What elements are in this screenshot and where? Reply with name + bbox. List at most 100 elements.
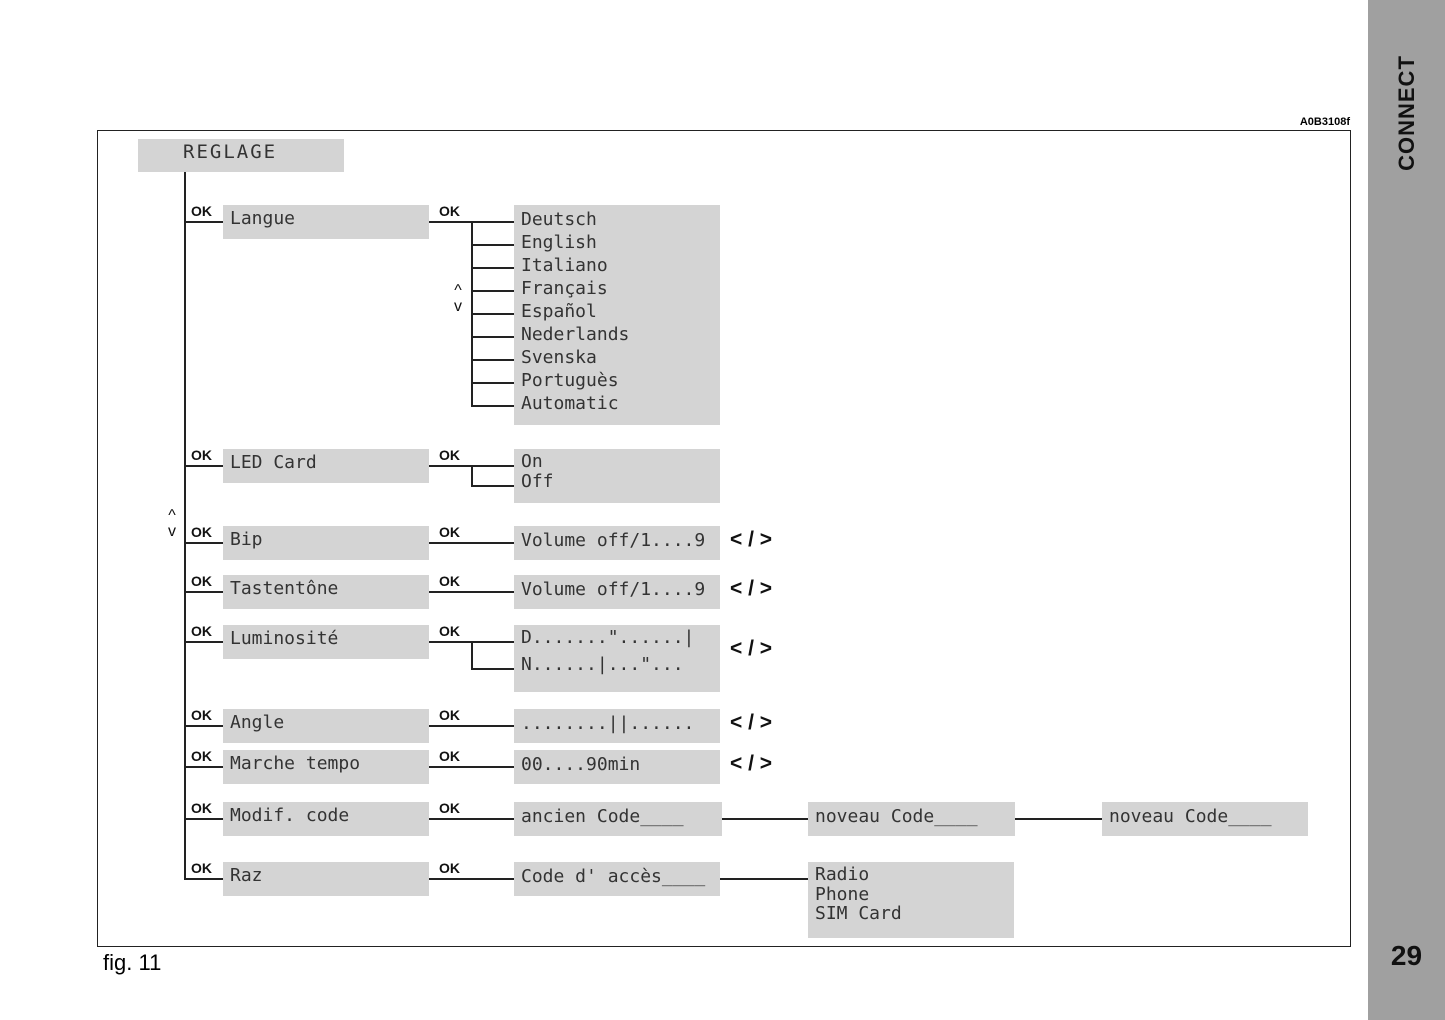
connector-line — [185, 465, 223, 467]
menu-item-box[interactable]: Modif. code — [223, 802, 429, 836]
ok-label: OK — [439, 800, 460, 816]
value-box: 00....90min — [514, 750, 720, 784]
connector-line — [429, 818, 514, 820]
menu-item-box[interactable]: Bip — [223, 526, 429, 560]
down-arrow-icon: v — [168, 523, 176, 540]
menu-item-box[interactable]: LED Card — [223, 449, 429, 483]
up-arrow-icon: ^ — [454, 282, 462, 299]
reset-option[interactable]: Phone — [815, 883, 870, 905]
connector-line — [185, 725, 223, 727]
section-title: CONNECT — [1368, 55, 1445, 171]
value-box: Volume off/1....9 — [514, 526, 720, 560]
connector-line — [185, 591, 223, 593]
option-item[interactable]: Svenska — [521, 347, 597, 368]
option-item[interactable]: Español — [521, 301, 597, 322]
menu-item-box[interactable]: Langue — [223, 205, 429, 239]
options-box: D......."......| N......|..."... — [514, 625, 720, 692]
option-connector — [471, 290, 514, 292]
branch-line — [471, 641, 473, 668]
menu-item-box[interactable]: Raz — [223, 862, 429, 896]
option-item[interactable]: English — [521, 232, 597, 253]
ok-label: OK — [191, 748, 212, 764]
option-item[interactable]: Automatic — [521, 393, 619, 414]
up-arrow-icon: ^ — [168, 507, 176, 524]
ok-label: OK — [191, 623, 212, 639]
connector-line — [185, 878, 223, 880]
page-number: 29 — [1390, 940, 1423, 971]
connector-line — [185, 641, 223, 643]
ok-label: OK — [191, 447, 212, 463]
diagram-frame — [97, 130, 1351, 947]
trunk-line — [184, 172, 186, 880]
ok-label: OK — [439, 524, 460, 540]
ok-label: OK — [191, 524, 212, 540]
ok-label: OK — [191, 800, 212, 816]
option-item[interactable]: Nederlands — [521, 324, 630, 345]
ok-label: OK — [439, 623, 460, 639]
option-connector — [471, 405, 514, 407]
connector-line — [429, 542, 514, 544]
value-box: ancien Code____ — [514, 802, 722, 836]
reset-option[interactable]: SIM Card — [815, 903, 902, 924]
connector-line — [185, 221, 223, 223]
value-box: Code d' accès____ — [514, 862, 720, 896]
connector-line — [429, 591, 514, 593]
option-item[interactable]: Off — [521, 471, 554, 492]
value-box: noveau Code____ — [1102, 802, 1308, 836]
option-connector — [471, 641, 514, 643]
option-item[interactable]: On — [521, 451, 543, 472]
adjust-arrows: < / > — [730, 637, 773, 660]
option-item[interactable]: Français — [521, 278, 608, 299]
figure-caption: fig. 11 — [103, 950, 162, 975]
option-connector — [471, 359, 514, 361]
branch-line — [471, 465, 473, 485]
option-item[interactable]: Italiano — [521, 255, 608, 276]
ok-label: OK — [439, 203, 460, 219]
connector-line — [722, 818, 808, 820]
value-box: Volume off/1....9 — [514, 575, 720, 609]
connector-line — [429, 766, 514, 768]
connector-line — [429, 725, 514, 727]
option-connector — [471, 267, 514, 269]
option-connector — [471, 313, 514, 315]
ok-label: OK — [439, 573, 460, 589]
option-connector — [471, 465, 514, 467]
option-item[interactable]: Portuguès — [521, 370, 619, 391]
menu-item-box[interactable]: Luminosité — [223, 625, 429, 659]
up-down-arrows: ^v — [164, 508, 180, 540]
ok-label: OK — [191, 203, 212, 219]
option-connector — [471, 221, 514, 223]
adjust-arrows: < / > — [730, 577, 773, 600]
adjust-arrows: < / > — [730, 528, 773, 551]
reset-option[interactable]: Radio — [815, 864, 870, 885]
connector-line — [185, 766, 223, 768]
menu-item-box[interactable]: Angle — [223, 709, 429, 743]
ok-label: OK — [191, 860, 212, 876]
connector-line — [185, 542, 223, 544]
connector-line — [429, 641, 471, 643]
adjust-arrows: < / > — [730, 711, 773, 734]
ok-label: OK — [191, 707, 212, 723]
value-box: ........||...... — [514, 709, 720, 743]
connector-line — [429, 878, 514, 880]
option-connector — [471, 244, 514, 246]
down-arrow-icon: v — [454, 298, 462, 315]
ok-label: OK — [439, 748, 460, 764]
option-item[interactable]: Deutsch — [521, 209, 597, 230]
option-item[interactable]: D......."......| — [521, 627, 695, 648]
up-down-arrows-language: ^v — [450, 283, 466, 315]
option-connector — [471, 485, 514, 487]
connector-line — [429, 465, 471, 467]
menu-item-box[interactable]: Marche tempo — [223, 750, 429, 784]
ok-label: OK — [439, 707, 460, 723]
option-item[interactable]: N......|..."... — [521, 654, 684, 675]
ok-label: OK — [191, 573, 212, 589]
adjust-arrows: < / > — [730, 752, 773, 775]
menu-item-box[interactable]: Tastentône — [223, 575, 429, 609]
root-menu-box: REGLAGE — [138, 139, 344, 172]
ok-label: OK — [439, 860, 460, 876]
connector-line — [429, 221, 471, 223]
